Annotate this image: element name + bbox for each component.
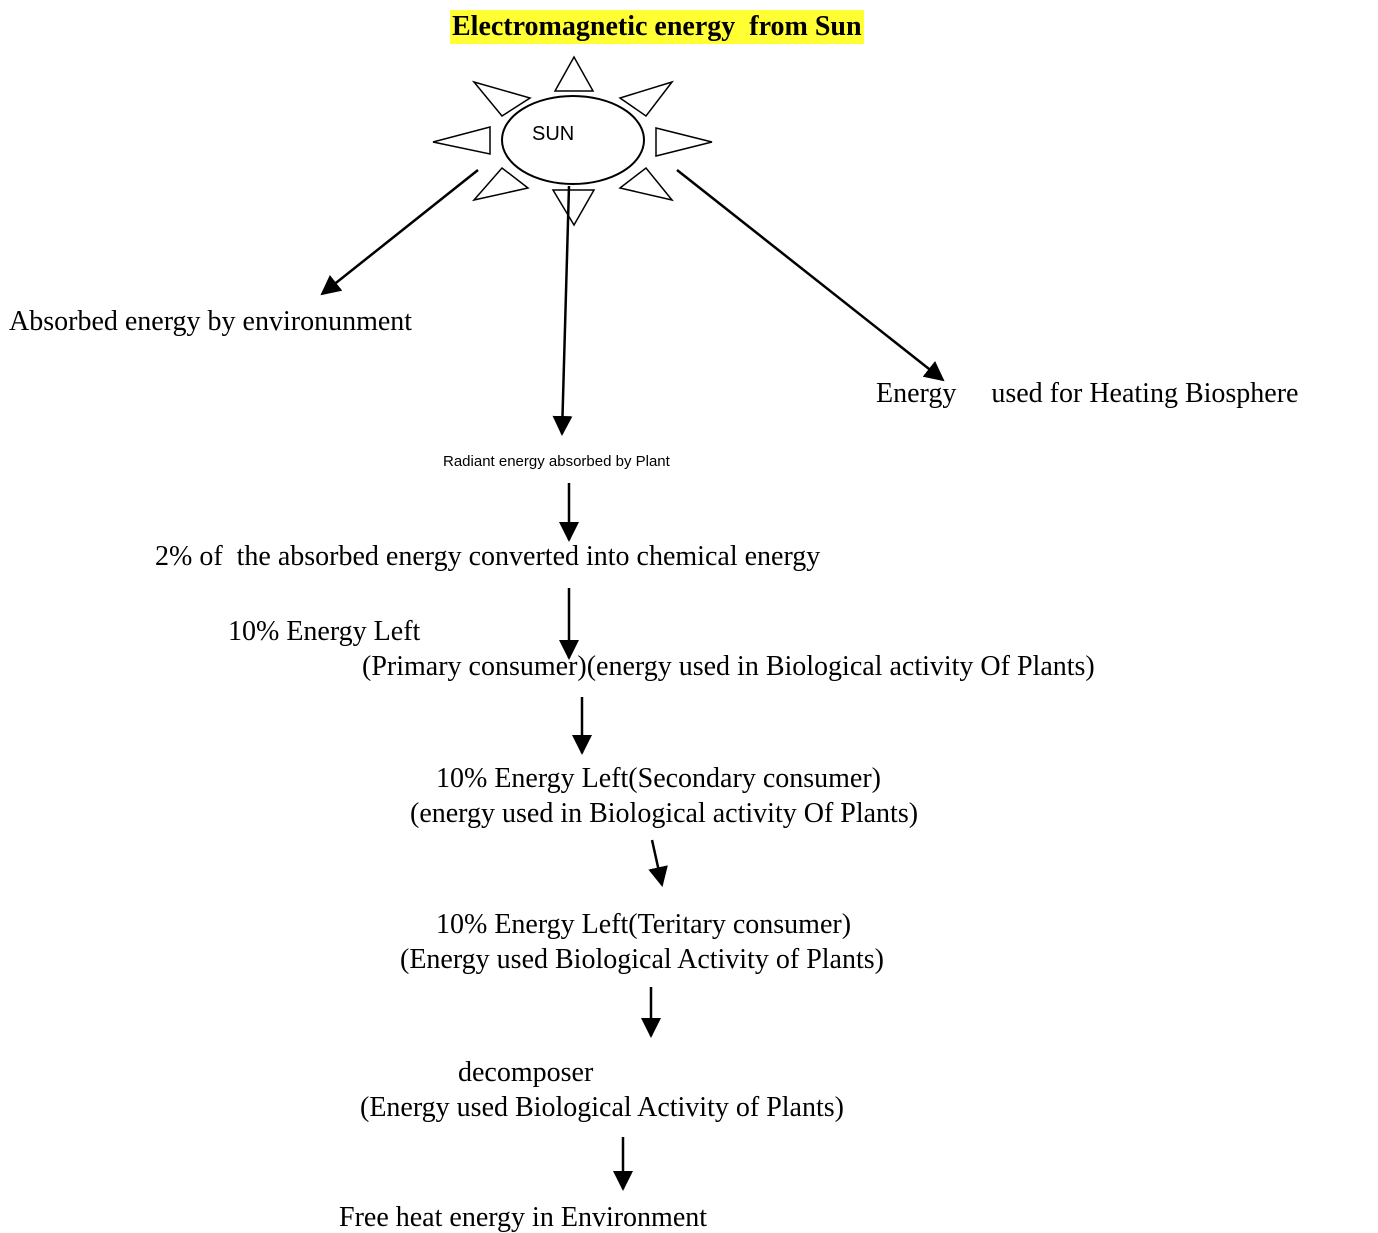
sun-ray-top-right [618, 80, 675, 118]
label-tertiary-consumer: (Energy used Biological Activity of Plan… [400, 944, 884, 975]
label-secondary-energy-left: 10% Energy Left(Secondary consumer) [436, 763, 881, 794]
label-free-heat-energy: Free heat energy in Environment [339, 1202, 708, 1233]
sun-ray-left [432, 126, 491, 155]
arrow-to-heating [676, 169, 945, 382]
label-decomposer-energy: (Energy used Biological Activity of Plan… [360, 1092, 844, 1123]
label-secondary-consumer: (energy used in Biological activity Of P… [410, 798, 919, 829]
label-absorbed-by-environment: Absorbed energy by environunment [9, 306, 413, 337]
label-chemical-energy: 2% of the absorbed energy converted into… [155, 541, 821, 572]
label-radiant-energy-plant: Radiant energy absorbed by Plant [443, 453, 670, 470]
sun-ray-right [655, 127, 713, 157]
sun-rays [432, 55, 713, 227]
label-decomposer: decomposer [458, 1057, 594, 1088]
arrow-secondary-to-tertiary [648, 839, 668, 887]
label-primary-consumer: (Primary consumer)(energy used in Biolog… [362, 651, 1095, 682]
sun-ray-bottom-right [618, 166, 674, 202]
sun-ray-top [553, 55, 595, 92]
label-heating-biosphere: Energy used for Heating Biosphere [876, 378, 1299, 409]
sun-ray-top-left [471, 80, 532, 117]
label-primary-energy-left: 10% Energy Left [228, 616, 421, 647]
sun-ray-bottom [551, 189, 596, 227]
arrow-to-plant [552, 185, 573, 436]
diagram-title: Electromagnetic energy from Sun [450, 10, 864, 44]
label-tertiary-energy-left: 10% Energy Left(Teritary consumer) [436, 909, 852, 940]
sun-ray-bottom-left [471, 166, 530, 202]
sun-ellipse [501, 95, 645, 185]
arrow-to-environment [320, 169, 479, 296]
sun-label: SUN [532, 123, 575, 145]
